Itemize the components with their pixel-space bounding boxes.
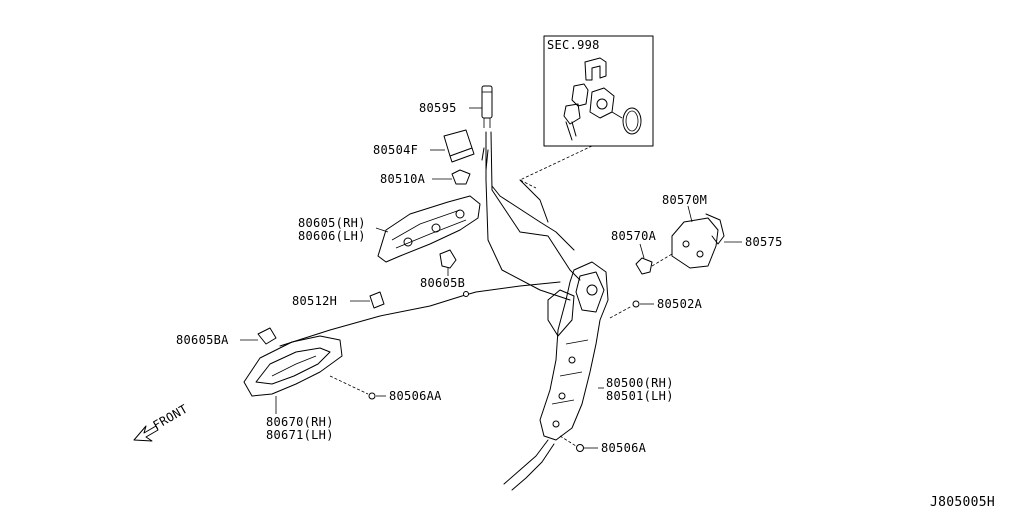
label-80670: 80670(RH) <box>266 415 334 429</box>
label-80506AA: 80506AA <box>389 389 442 403</box>
front-direction-indicator: FRONT <box>133 402 191 442</box>
part-80500-lock-assembly: 80500(RH) 80501(LH) <box>539 261 674 441</box>
screw-80506A <box>576 444 584 452</box>
cylinder-head <box>589 87 615 119</box>
front-arrow-icon <box>133 425 159 442</box>
label-80570A: 80570A <box>611 229 657 243</box>
part-80605-outside-handle: 80605(RH) 80606(LH) <box>298 195 481 263</box>
latch-head <box>575 271 605 313</box>
control-rod-2 <box>490 131 581 281</box>
cylinder-gasket-inner <box>625 110 639 132</box>
label-80506A: 80506A <box>601 441 647 455</box>
inside-handle-bezel <box>243 335 343 397</box>
part-80512H: 80512H <box>292 291 385 309</box>
leader-80605 <box>375 227 389 233</box>
part-80570M-striker: 80570M <box>662 193 725 269</box>
part-80575: 80575 <box>724 235 783 249</box>
part-80504F: 80504F <box>373 129 475 163</box>
key-body <box>563 103 581 125</box>
leader-sec-998 <box>611 111 623 119</box>
cylinder-face <box>596 98 608 110</box>
outside-handle-body <box>377 195 481 263</box>
label-80504F: 80504F <box>373 143 418 157</box>
part-80570A: 80570A <box>611 229 673 275</box>
label-80510A: 80510A <box>380 172 426 186</box>
cylinder-body <box>571 83 589 107</box>
label-sec-998: SEC.998 <box>547 38 600 52</box>
part-80670-inside-handle: 80670(RH) 80671(LH) <box>243 335 343 442</box>
part-80605BA: 80605BA <box>176 327 277 347</box>
part-80605B: 80605B <box>420 249 465 290</box>
clip-80605BA <box>257 327 277 345</box>
clip-80605B <box>439 249 457 269</box>
label-80502A: 80502A <box>657 297 703 311</box>
striker-body <box>671 217 719 269</box>
label-80570M: 80570M <box>662 193 707 207</box>
control-rod-4 <box>519 179 549 223</box>
part-80506A: 80506A <box>559 435 647 455</box>
clip-80512H <box>369 291 385 309</box>
cylinder-bracket <box>584 57 607 81</box>
part-80595-rod: 80595 <box>419 85 493 128</box>
striker-loop <box>705 213 725 245</box>
sec-998-lock-cylinder-group: SEC.998 <box>543 35 654 147</box>
control-rod-3 <box>491 185 575 251</box>
label-80501: 80501(LH) <box>606 389 674 403</box>
inside-handle-cable <box>279 281 561 347</box>
harness-1 <box>503 439 549 485</box>
drawing-id: J805005H <box>930 495 995 510</box>
inside-handle-lever <box>255 347 331 385</box>
latch-bracket <box>547 289 575 337</box>
part-80510A: 80510A <box>380 169 471 186</box>
sec-dashed-leader <box>519 145 593 189</box>
screw-80506AA <box>368 392 376 400</box>
label-front: FRONT <box>151 402 191 433</box>
leader-80570A <box>639 243 645 259</box>
cylinder-gasket <box>622 107 642 135</box>
lock-actuator-body <box>539 261 609 441</box>
leader-80570M <box>687 205 693 223</box>
key-blade <box>565 121 577 141</box>
rod-grommet <box>481 85 493 119</box>
label-80575: 80575 <box>745 235 783 249</box>
label-80605: 80605(RH) <box>298 216 366 230</box>
harness-2 <box>511 443 555 491</box>
label-80606: 80606(LH) <box>298 229 366 243</box>
label-80500: 80500(RH) <box>606 376 674 390</box>
label-80512H: 80512H <box>292 294 337 308</box>
label-80605B: 80605B <box>420 276 465 290</box>
part-80506AA: 80506AA <box>329 375 442 403</box>
pad-80504F <box>443 129 473 157</box>
label-80671: 80671(LH) <box>266 428 334 442</box>
screw-80502A <box>632 300 640 308</box>
clip-80510A <box>451 169 471 185</box>
label-80605BA: 80605BA <box>176 333 229 347</box>
sec-998-box <box>543 35 654 147</box>
part-80502A: 80502A <box>609 297 703 319</box>
control-rod-1 <box>485 131 571 301</box>
label-80595: 80595 <box>419 101 457 115</box>
screw-80570A <box>635 257 653 275</box>
